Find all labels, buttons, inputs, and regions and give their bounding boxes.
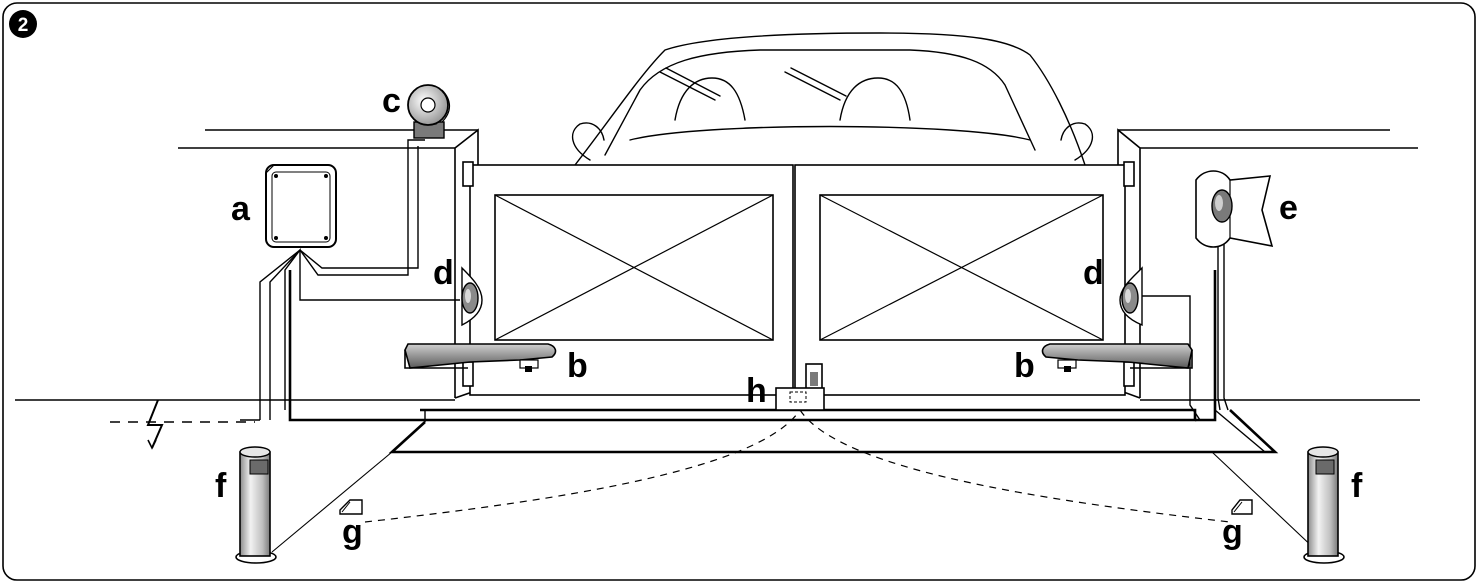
- label-d-right: d: [1083, 254, 1104, 292]
- photocell-post-left: [235, 446, 277, 564]
- label-b-left: b: [567, 347, 588, 385]
- slab-edges: [424, 409, 1266, 453]
- diagonal-guides: [271, 451, 1319, 553]
- detection-arcs: [364, 409, 1231, 523]
- ground-photocell-left: [339, 499, 363, 515]
- label-g-left: g: [342, 513, 363, 551]
- label-a: a: [231, 190, 251, 228]
- mains-supply: [110, 399, 260, 450]
- label-c: c: [382, 82, 401, 120]
- photocell-right: [1119, 266, 1143, 327]
- label-f-left: f: [215, 467, 227, 505]
- label-e: e: [1279, 189, 1298, 227]
- flashing-lamp: [407, 84, 451, 139]
- gearmotor-right: [1041, 343, 1193, 372]
- photocell-left: [461, 266, 483, 327]
- control-unit: [265, 164, 337, 248]
- figure-number-badge: 2: [9, 10, 37, 38]
- electric-lock: [775, 363, 825, 411]
- label-f-right: f: [1351, 467, 1363, 505]
- ground-slab: [288, 270, 1279, 454]
- gearmotor-left: [404, 343, 557, 372]
- car-outline: [571, 32, 1094, 166]
- label-d-left: d: [433, 254, 454, 292]
- key-selector: [1195, 170, 1274, 248]
- figure-number: 2: [18, 15, 29, 36]
- label-h: h: [746, 372, 767, 410]
- ground-photocell-right: [1231, 499, 1253, 515]
- label-b-right: b: [1014, 347, 1035, 385]
- photocell-post-right: [1303, 446, 1345, 564]
- label-g-right: g: [1222, 513, 1243, 551]
